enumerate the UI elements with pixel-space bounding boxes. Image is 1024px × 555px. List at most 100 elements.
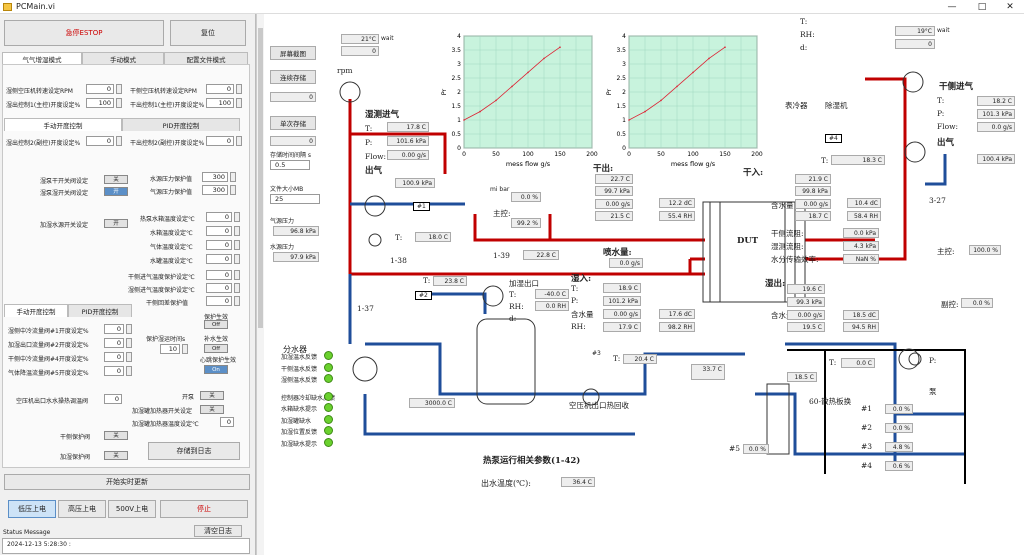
water-source-value: 97.9 kPa [273,252,319,262]
wet2-input[interactable]: 0 [86,136,114,146]
humid-close-toggle[interactable]: 开 [104,187,128,196]
high-voltage-button[interactable]: 高压上电 [58,500,106,518]
refill-toggle[interactable]: Off [204,344,228,353]
low-voltage-button[interactable]: 低压上电 [8,500,56,518]
heater-switch-toggle[interactable]: 关 [200,405,224,414]
wet-flow-label: 湿测流阻: [771,242,804,251]
valve-setting-input[interactable]: 0 [104,338,124,348]
wo-dc: 18.5 dC [843,310,879,320]
save-log-button[interactable]: 存储到日志 [148,442,240,460]
water-press-stepper[interactable] [230,172,236,182]
temp-setting-stepper[interactable] [234,283,240,293]
wet-valve-toggle[interactable]: 关 [104,451,128,460]
wo-t: 19.6 C [787,284,825,294]
valve-setting-input[interactable]: 0 [104,366,124,376]
tab-manual-mode[interactable]: 手动模式 [82,52,164,65]
dry-out-stepper[interactable] [236,98,242,108]
dry-rpm-stepper[interactable] [236,84,242,94]
temp-setting-stepper[interactable] [234,296,240,306]
out-valve-input[interactable]: 0 [104,394,122,404]
dry-out-input[interactable]: 100 [206,98,234,108]
close-button[interactable]: ✕ [1006,2,1014,12]
estop-button[interactable]: 急停ESTOP [4,20,164,46]
led-label: 加湿位置反馈 [281,429,318,436]
file-size-input[interactable]: 25 [270,194,320,204]
dry2-stepper[interactable] [236,136,242,146]
stop-button[interactable]: 停止 [160,500,248,518]
tab-manual-open-2[interactable]: 手动开度控制 [4,304,68,317]
valve-setting-input[interactable]: 0 [104,324,124,334]
valve-setting-label: 加湿出口流量阀#2开度设定% [8,342,89,349]
heat-water-toggle[interactable]: 开 [104,219,128,228]
mix-rh-label: RH: [571,322,586,331]
pump-title: 泵 [929,387,937,396]
wet-rpm-input[interactable]: 0 [86,84,114,94]
v500-button[interactable]: 500V上电 [108,500,156,518]
temp-setting-input[interactable]: 0 [206,240,232,250]
temp-setting-stepper[interactable] [234,226,240,236]
clear-log-button[interactable]: 清空日志 [194,525,242,537]
temp-setting-stepper[interactable] [234,240,240,250]
left-scrollbar[interactable] [256,14,264,555]
temp-setting-input[interactable]: 0 [206,212,232,222]
pump-toggle[interactable]: 关 [200,391,224,400]
wet2-label: 湿出控制2(副控)开度设定% [6,140,81,147]
valve-setting-stepper[interactable] [126,352,132,362]
continuous-save-button[interactable]: 连续存储 [270,70,316,84]
dry2-input[interactable]: 0 [206,136,234,146]
tab-humid-mode[interactable]: 气气增湿模式 [2,52,82,65]
temp-setting-input[interactable]: 0 [206,296,232,306]
do-p: 100.4 kPa [977,154,1015,164]
wet-rpm-stepper[interactable] [116,84,122,94]
heater-temp-label: 加湿罐加热器温度设定℃ [132,421,199,428]
valve-1-38: 1-38 [390,256,407,265]
valve-setting-stepper[interactable] [126,338,132,348]
tab-manual-open[interactable]: 手动开度控制 [4,118,122,131]
reset-button[interactable]: 复位 [170,20,246,46]
humid-open-toggle[interactable]: 关 [104,175,128,184]
rpm-label: rpm [337,66,353,75]
hx-valve-value: 0.0 % [885,404,913,414]
heatpump-title: 热泵运行相关参数(1-42) [483,456,581,466]
temp-setting-stepper[interactable] [234,212,240,222]
protect-toggle[interactable]: Off [204,320,228,329]
valve-1-label: #1 [413,202,430,211]
wet-out-stepper[interactable] [116,98,122,108]
temp-setting-stepper[interactable] [234,270,240,280]
maximize-button[interactable]: □ [977,2,987,12]
valve-setting-stepper[interactable] [126,366,132,376]
heater-temp-input[interactable]: 0 [220,417,234,427]
dry-wait-label: wait [937,27,950,34]
data-point [676,85,678,88]
wet2-stepper[interactable] [116,136,122,146]
minimize-button[interactable]: — [947,2,957,12]
tab-pid-open[interactable]: PID开度控制 [122,118,240,131]
heartbeat-toggle[interactable]: On [204,365,228,374]
water-press-input[interactable]: 300 [202,172,228,182]
tank-value: 3000.0 C [409,398,455,408]
protect-time-input[interactable]: 10 [160,344,180,354]
temp-setting-input[interactable]: 0 [206,270,232,280]
temp-setting-stepper[interactable] [234,254,240,264]
tab-pid-open-2[interactable]: PID开度控制 [68,304,132,317]
mix-rh-t: 17.9 C [603,322,641,332]
temp-setting-input[interactable]: 0 [206,226,232,236]
screenshot-button[interactable]: 屏幕截图 [270,46,316,60]
interval-input[interactable]: 0.5 [270,160,310,170]
valve-setting-input[interactable]: 0 [104,352,124,362]
temp-setting-label: 水罐温度设定℃ [150,258,193,265]
wet-rpm-label: 湿侧空压机转速设定RPM [6,88,73,95]
gas-press-input[interactable]: 300 [202,185,228,195]
temp-setting-input[interactable]: 0 [206,254,232,264]
dry-rpm-input[interactable]: 0 [206,84,234,94]
wet-out-input[interactable]: 100 [86,98,114,108]
di-p: 101.3 kPa [977,109,1015,119]
tab-config-mode[interactable]: 配置文件模式 [164,52,248,65]
single-save-button[interactable]: 单次存储 [270,116,316,130]
dry-valve-toggle[interactable]: 关 [104,431,128,440]
realtime-button[interactable]: 开始实时更新 [4,474,250,490]
protect-time-stepper[interactable] [182,344,188,354]
valve-setting-stepper[interactable] [126,324,132,334]
gas-press-stepper[interactable] [230,185,236,195]
temp-setting-input[interactable]: 0 [206,283,232,293]
